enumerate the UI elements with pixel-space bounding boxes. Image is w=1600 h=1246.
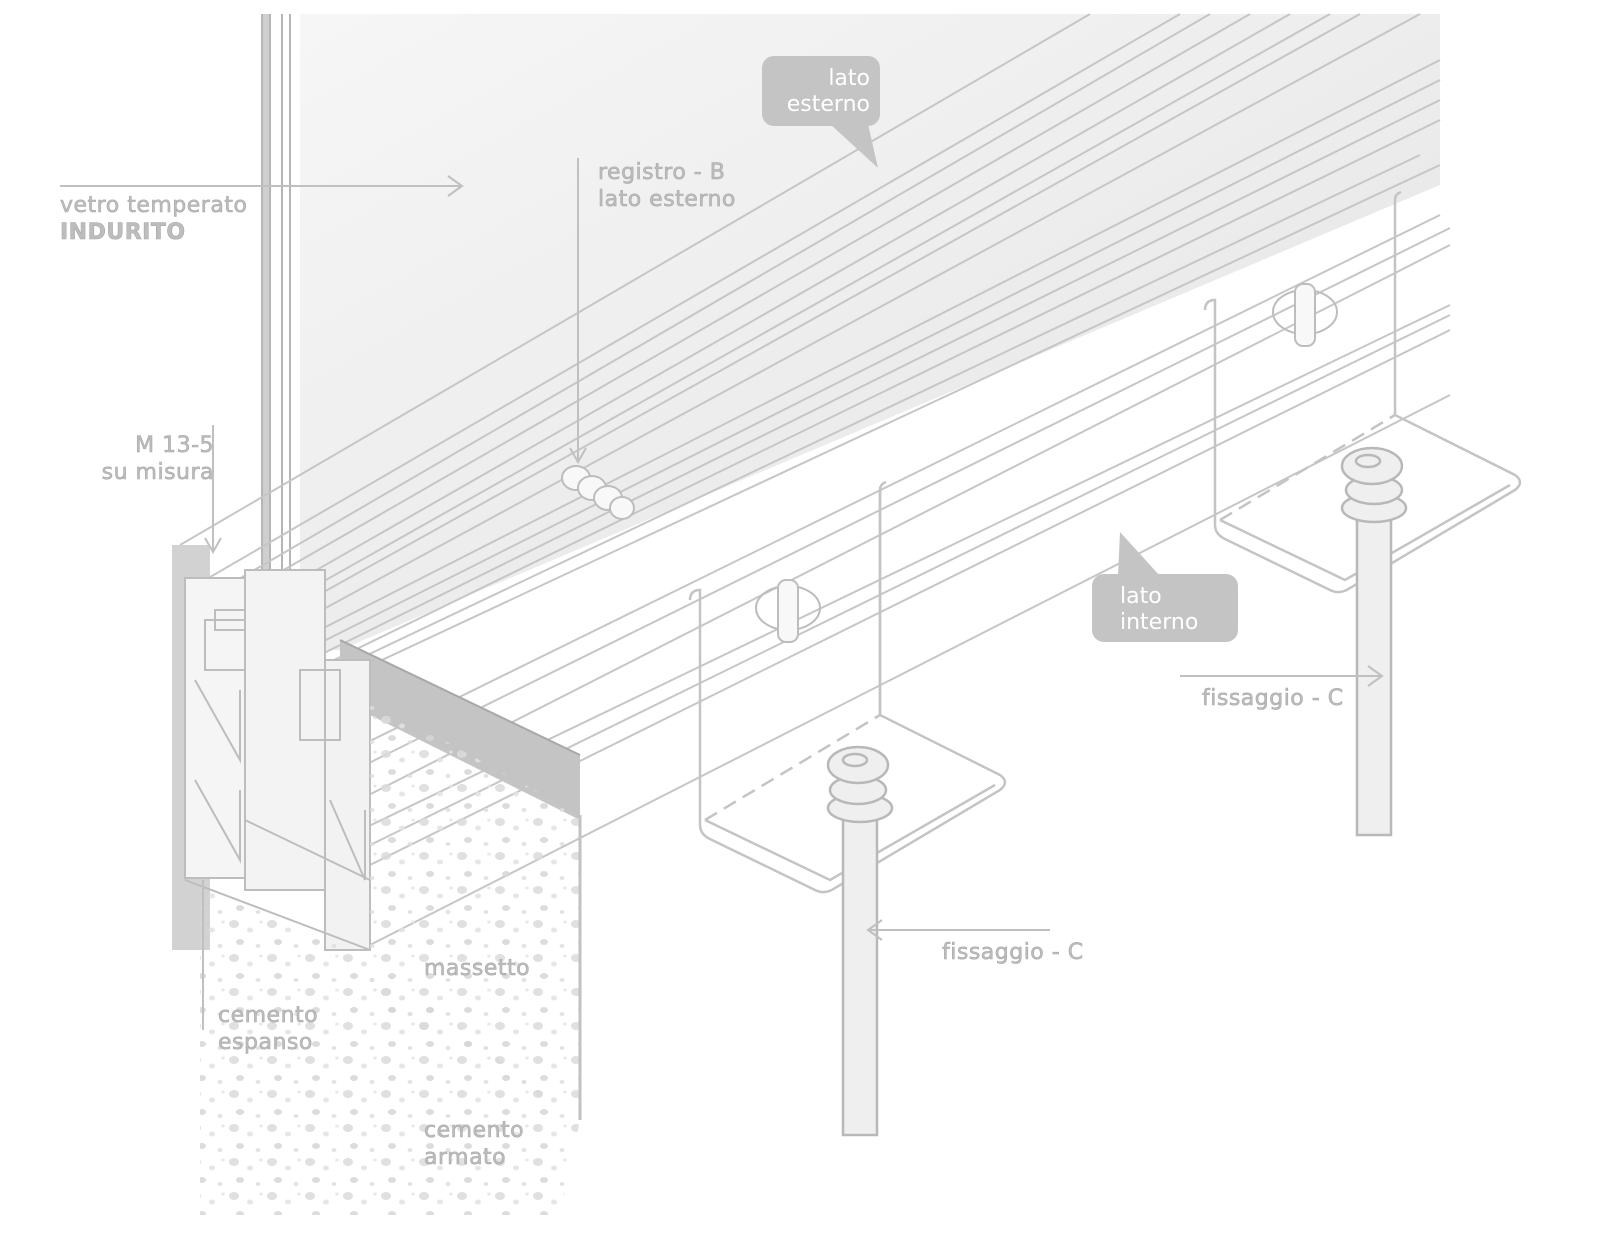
label-m13-5: M 13-5 xyxy=(135,433,214,459)
label-indurito: INDURITO xyxy=(60,220,186,246)
profile-cap xyxy=(340,640,580,820)
leader-lines xyxy=(60,158,1384,1030)
label-registro-b: registro - B xyxy=(598,160,726,186)
bracket-front xyxy=(688,480,1007,894)
profile-cross-section xyxy=(172,545,371,951)
bubble-interno-line2: interno xyxy=(1120,610,1199,635)
clip-back xyxy=(1272,283,1338,347)
label-vetro-temperato: vetro temperato xyxy=(60,193,248,219)
label-cemento-armato-2: armato xyxy=(424,1145,507,1171)
label-registro-lato-esterno: lato esterno xyxy=(598,187,736,213)
label-massetto: massetto xyxy=(424,956,531,982)
label-su-misura: su misura xyxy=(101,460,214,486)
label-cemento-espanso-1: cemento xyxy=(218,1003,319,1029)
bubble-lato-interno xyxy=(1092,532,1238,642)
anchor-bolt-front xyxy=(826,745,894,1137)
bracket-back xyxy=(1203,190,1522,594)
anchor-bolt-back xyxy=(1340,446,1408,837)
label-cemento-armato-1: cemento xyxy=(424,1118,525,1144)
bubble-esterno-line1: lato xyxy=(828,66,870,91)
concrete-area xyxy=(200,880,580,1215)
label-fissaggio-c-right: fissaggio - C xyxy=(1202,686,1344,712)
bubble-esterno-line2: esterno xyxy=(786,92,870,117)
registro-screw xyxy=(561,465,635,520)
bubble-lato-esterno xyxy=(762,56,880,168)
label-fissaggio-c-bottom: fissaggio - C xyxy=(942,940,1084,966)
clip-front xyxy=(755,579,821,643)
label-cemento-espanso-2: espanso xyxy=(218,1030,313,1056)
bubble-interno-line1: lato xyxy=(1120,584,1162,609)
